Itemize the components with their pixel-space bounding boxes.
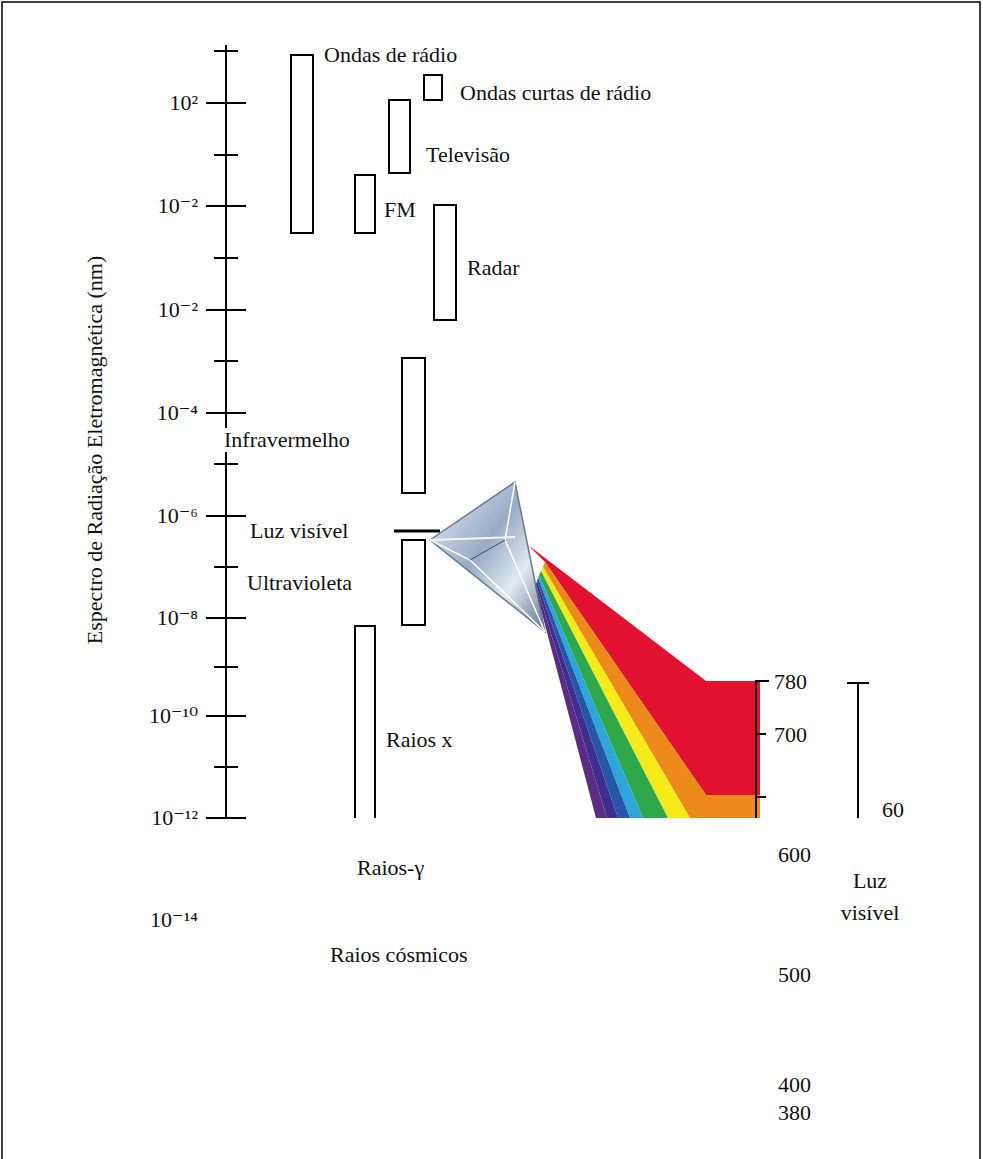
band-label: Ondas de rádio (322, 43, 459, 67)
tick-label: 10² (167, 91, 200, 115)
tick-label: 10⁻² (156, 298, 200, 322)
scale-label: 400 (776, 1073, 813, 1097)
axis-tick (214, 566, 238, 568)
band-label: Raios x (384, 728, 455, 752)
axis-tick (206, 102, 246, 104)
blue-band (537, 578, 630, 818)
visible-line (394, 530, 440, 533)
scale-label: 700 (772, 723, 809, 747)
band-label: Raios cósmicos (328, 943, 470, 967)
visible-scale (756, 680, 869, 818)
shortwave-bar (424, 75, 442, 100)
prism (430, 482, 545, 632)
xray-bar (355, 626, 375, 818)
axis-tick (206, 715, 246, 717)
axis-tick (214, 463, 238, 465)
band-label: Raios-γ (355, 856, 426, 880)
scale-label: 600 (776, 843, 813, 867)
rainbow (528, 545, 760, 818)
axis-tick (214, 360, 238, 362)
tick-label: 10⁻⁶ (155, 504, 200, 528)
tick-label: 10⁻⁸ (155, 606, 200, 630)
band-label: Luz visível (248, 519, 350, 543)
indigo-band (536, 581, 618, 818)
band-label: FM (382, 198, 418, 222)
scale-label: 780 (772, 670, 809, 694)
band-label: Televisão (424, 143, 512, 167)
tick-label: 10⁻¹² (149, 806, 200, 830)
axis-tick (206, 817, 246, 819)
scale-label: 60 (880, 798, 906, 822)
band-label: Ultravioleta (245, 571, 354, 595)
axis-tick (206, 412, 246, 414)
axis-tick (214, 154, 238, 156)
scale-label: 500 (776, 963, 813, 987)
axis-tick (206, 515, 246, 517)
scale-label: 380 (776, 1101, 813, 1125)
infrared-bar (402, 358, 425, 493)
axis-tick (206, 309, 246, 311)
axis-title: Espectro de Radiação Eletromagnética (nm… (83, 254, 107, 647)
radio-bar (291, 55, 313, 233)
axis-tick (206, 617, 246, 619)
ultraviolet-bar (402, 540, 425, 625)
axis-tick (206, 205, 246, 207)
tv-bar (389, 100, 410, 173)
violet-band (535, 584, 607, 818)
tick-label: 10⁻¹⁴ (148, 908, 200, 932)
tick-label: 10⁻² (156, 194, 200, 218)
band-label: Ondas curtas de rádio (458, 81, 653, 105)
scale-title: Luz visível (825, 865, 915, 929)
axis-tick (214, 50, 238, 52)
axis-tick (214, 766, 238, 768)
band-label: Radar (465, 256, 522, 280)
tick-label: 10⁻¹⁰ (147, 704, 200, 728)
axis-tick (214, 257, 238, 259)
tick-label: 10⁻⁴ (155, 401, 200, 425)
axis-tick (214, 666, 238, 668)
band-label: Infravermelho (222, 428, 352, 452)
fm-bar (355, 175, 375, 233)
radar-bar (434, 205, 456, 320)
